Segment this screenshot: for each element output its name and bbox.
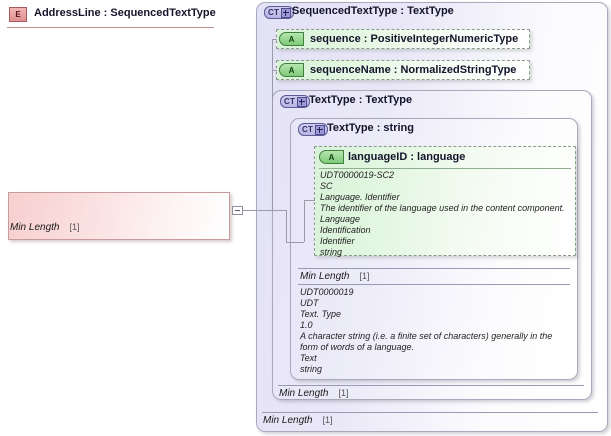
facet-value: [1] — [338, 388, 349, 398]
ct-badge-label: CT — [268, 8, 280, 17]
attribute-label-languageid: languageID : language — [348, 151, 466, 163]
connector-stub-languageid — [304, 200, 315, 201]
facet-name: Min Length — [263, 415, 313, 426]
attribute-badge-label: A — [328, 152, 335, 162]
attribute-badge-label: A — [288, 34, 295, 44]
doc-line: Identification — [320, 225, 371, 235]
facet-minlength-ct0: Min Length [1] — [263, 414, 333, 426]
attribute-label-sequence: sequence : PositiveIntegerNumericType — [310, 33, 519, 45]
expand-plus-icon[interactable] — [315, 124, 326, 135]
connector-stub-ct2 — [286, 242, 304, 243]
connector-stub-sequence — [272, 39, 277, 40]
connector-element-to-ct0 — [243, 210, 273, 211]
doc-line: Language — [320, 214, 361, 224]
connector-stub-sequencename — [272, 70, 277, 71]
complextype-title-sequencedtexttype: SequencedTextType : TextType — [292, 5, 454, 17]
attribute-label-sequencename: sequenceName : NormalizedStringType — [310, 64, 517, 76]
doc-line: A character string (i.e. a finite set of… — [300, 331, 553, 352]
attribute-badge-a-languageid: A — [319, 150, 344, 164]
attribute-badge-label: A — [288, 65, 295, 75]
attribute-badge-a-sequencename: A — [279, 63, 304, 77]
documentation-texttype-string: UDT0000019 UDT Text. Type 1.0 A characte… — [300, 287, 566, 375]
facet-name: Min Length — [10, 222, 60, 233]
divider-ct1-facet — [278, 385, 584, 386]
element-badge-label: E — [15, 10, 21, 19]
divider-ct0-facet — [262, 412, 598, 413]
facet-minlength-ct1: Min Length [1] — [279, 387, 349, 399]
doc-line: UDT — [300, 298, 319, 308]
doc-line: Text. Type — [300, 309, 342, 319]
doc-line: The identifier of the language used in t… — [320, 203, 565, 213]
attribute-box-languageid[interactable] — [314, 146, 576, 256]
doc-line: Text — [300, 353, 317, 363]
element-label-addressline: AddressLine : SequencedTextType — [34, 7, 216, 19]
doc-line: string — [300, 364, 323, 374]
expand-plus-icon[interactable] — [297, 96, 308, 107]
collapse-minus-button[interactable] — [232, 206, 243, 215]
doc-line: SC — [320, 181, 333, 191]
facet-minlength-ct2: Min Length [1] — [300, 270, 370, 282]
doc-line: Identifier — [320, 236, 355, 246]
divider-element-facet — [7, 27, 214, 28]
doc-line: UDT0000019-SC2 — [320, 170, 395, 180]
divider-ct2-facet-top — [298, 268, 570, 269]
divider-ct2-facet-bottom — [298, 284, 570, 285]
facet-minlength-element: Min Length [1] — [10, 221, 80, 233]
facet-name: Min Length — [279, 388, 329, 399]
doc-line: string — [320, 247, 343, 257]
doc-line: UDT0000019 — [300, 287, 354, 297]
facet-value: [1] — [322, 415, 333, 425]
expand-plus-icon[interactable] — [281, 7, 292, 18]
connector-bus-ct0 — [272, 39, 273, 211]
doc-line: Language. Identifier — [320, 192, 400, 202]
divider-languageid-doc — [319, 168, 571, 169]
connector-stub-ct1 — [272, 210, 286, 211]
element-box-addressline[interactable] — [8, 192, 230, 240]
ct-badge-label: CT — [302, 125, 314, 134]
attribute-badge-a-sequence: A — [279, 32, 304, 46]
connector-bus-ct1 — [286, 210, 287, 242]
ct-badge-label: CT — [284, 97, 296, 106]
facet-value: [1] — [359, 271, 370, 281]
connector-bus-ct2 — [304, 200, 305, 242]
complextype-title-texttype-texttype: TextType : TextType — [309, 94, 413, 106]
documentation-languageid: UDT0000019-SC2 SC Language. Identifier T… — [320, 170, 574, 258]
facet-name: Min Length — [300, 271, 350, 282]
doc-line: 1.0 — [300, 320, 313, 330]
ct-badge-sequencedtexttype[interactable]: CT — [264, 6, 295, 19]
ct-badge-texttype-string[interactable]: CT — [298, 123, 329, 136]
complextype-title-texttype-string: TextType : string — [327, 122, 414, 134]
facet-value: [1] — [69, 222, 80, 232]
ct-badge-texttype-texttype[interactable]: CT — [280, 95, 311, 108]
element-badge-e: E — [9, 7, 27, 22]
